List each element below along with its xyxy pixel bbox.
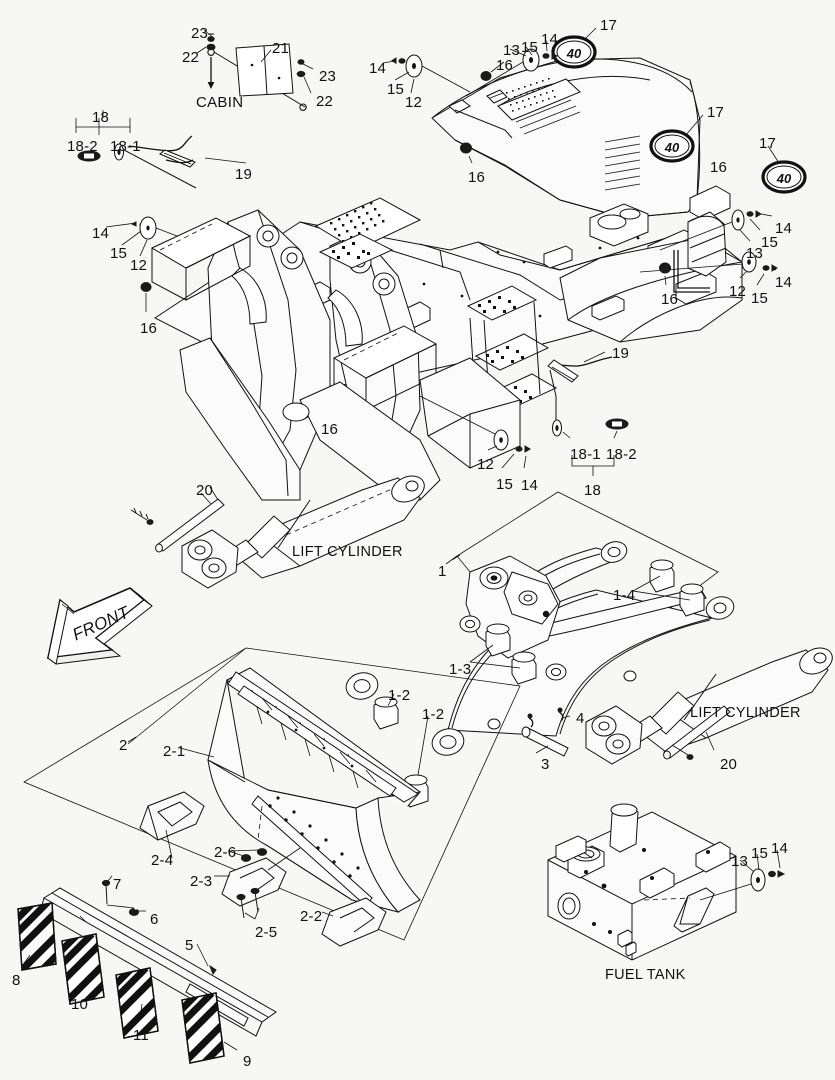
callout-15: 15 (110, 245, 128, 262)
callout-16: 16 (140, 320, 158, 337)
reflector-bar-group (17, 875, 277, 1064)
callout-19: 19 (612, 345, 630, 362)
callout-16: 16 (661, 291, 679, 308)
callout-15: 15 (751, 845, 769, 862)
badge-group: 40 40 40 (551, 27, 807, 194)
callout-1-2: 1-2 (388, 687, 411, 704)
callout-15: 15 (387, 81, 405, 98)
callout-3: 3 (541, 756, 550, 773)
callout-10: 10 (71, 996, 89, 1013)
callout-1: 1 (438, 563, 447, 580)
callout-12: 12 (477, 456, 495, 473)
callout-14: 14 (541, 31, 559, 48)
callout-16: 16 (496, 57, 514, 74)
callout-20: 20 (196, 482, 214, 499)
lift-cylinder-lower (585, 647, 833, 765)
callout-13: 13 (746, 245, 764, 262)
caption-lift-cyl-1: LIFT CYLINDER (292, 544, 403, 560)
callout-18: 18 (92, 109, 110, 126)
callout-18-2: 18-2 (606, 446, 637, 463)
callout-19: 19 (235, 166, 253, 183)
callout-21: 21 (272, 40, 290, 57)
svg-text:40: 40 (664, 140, 680, 155)
caption-fuel-tank: FUEL TANK (605, 967, 686, 983)
callout-16: 16 (321, 421, 339, 438)
callout-13: 13 (731, 853, 749, 870)
callout-2-6: 2-6 (214, 844, 237, 861)
callout-17: 17 (759, 135, 777, 152)
callout-1-2: 1-2 (422, 706, 445, 723)
left-mirror-group (75, 110, 247, 189)
callout-15: 15 (751, 290, 769, 307)
callout-15: 15 (761, 234, 779, 251)
callout-2-1: 2-1 (163, 743, 186, 760)
callout-13: 13 (503, 42, 521, 59)
lift-cylinder-upper (130, 475, 425, 589)
callout-18-1: 18-1 (570, 446, 601, 463)
callout-4: 4 (576, 710, 585, 727)
callout-12: 12 (405, 94, 423, 111)
callout-8: 8 (12, 972, 21, 989)
callout-2: 2 (119, 737, 128, 754)
callout-11: 11 (133, 1027, 149, 1044)
front-arrow-shape (46, 587, 153, 665)
left-fender-hardware (105, 216, 241, 312)
callout-16: 16 (710, 159, 728, 176)
callout-17: 17 (600, 17, 618, 34)
right-mirror-group (419, 351, 629, 476)
callout-2-5: 2-5 (255, 924, 278, 941)
callout-18-2: 18-2 (67, 138, 98, 155)
callout-16: 16 (468, 169, 486, 186)
callout-14: 14 (771, 840, 789, 857)
bucket-assembly-group (23, 647, 521, 947)
callout-18-1: 18-1 (110, 138, 141, 155)
callout-22: 22 (182, 49, 200, 66)
callout-7: 7 (113, 876, 122, 893)
callout-15: 15 (496, 476, 514, 493)
callout-14: 14 (92, 225, 110, 242)
callout-14: 14 (521, 477, 539, 494)
callout-2-3: 2-3 (190, 873, 213, 890)
callout-5: 5 (185, 937, 194, 954)
callout-14: 14 (775, 220, 793, 237)
callout-18: 18 (584, 482, 602, 499)
callout-17: 17 (707, 104, 725, 121)
caption-lift-cyl-2: LIFT CYLINDER (690, 705, 801, 721)
cabin-bracket-group (196, 29, 314, 111)
callout-9: 9 (243, 1053, 252, 1070)
callout-23: 23 (191, 25, 209, 42)
callout-1-3: 1-3 (449, 661, 472, 678)
top-hardware-group (382, 39, 558, 164)
callout-2-2: 2-2 (300, 908, 323, 925)
callout-15: 15 (521, 39, 539, 56)
callout-1-4: 1-4 (613, 587, 636, 604)
callout-14: 14 (775, 274, 793, 291)
callout-12: 12 (130, 257, 148, 274)
callout-6: 6 (150, 911, 159, 928)
callout-22: 22 (316, 93, 334, 110)
caption-cabin: CABIN (196, 94, 244, 111)
callout-14: 14 (369, 60, 387, 77)
right-hardware-group (639, 209, 778, 286)
callout-20: 20 (720, 756, 738, 773)
fuel-tank-group (547, 803, 786, 961)
svg-text:40: 40 (566, 46, 582, 61)
callout-2-4: 2-4 (151, 852, 174, 869)
svg-text:40: 40 (776, 171, 792, 186)
pin-3-group (521, 707, 571, 757)
callout-leaders (127, 486, 461, 758)
callout-12: 12 (729, 283, 747, 300)
callout-23: 23 (319, 68, 337, 85)
